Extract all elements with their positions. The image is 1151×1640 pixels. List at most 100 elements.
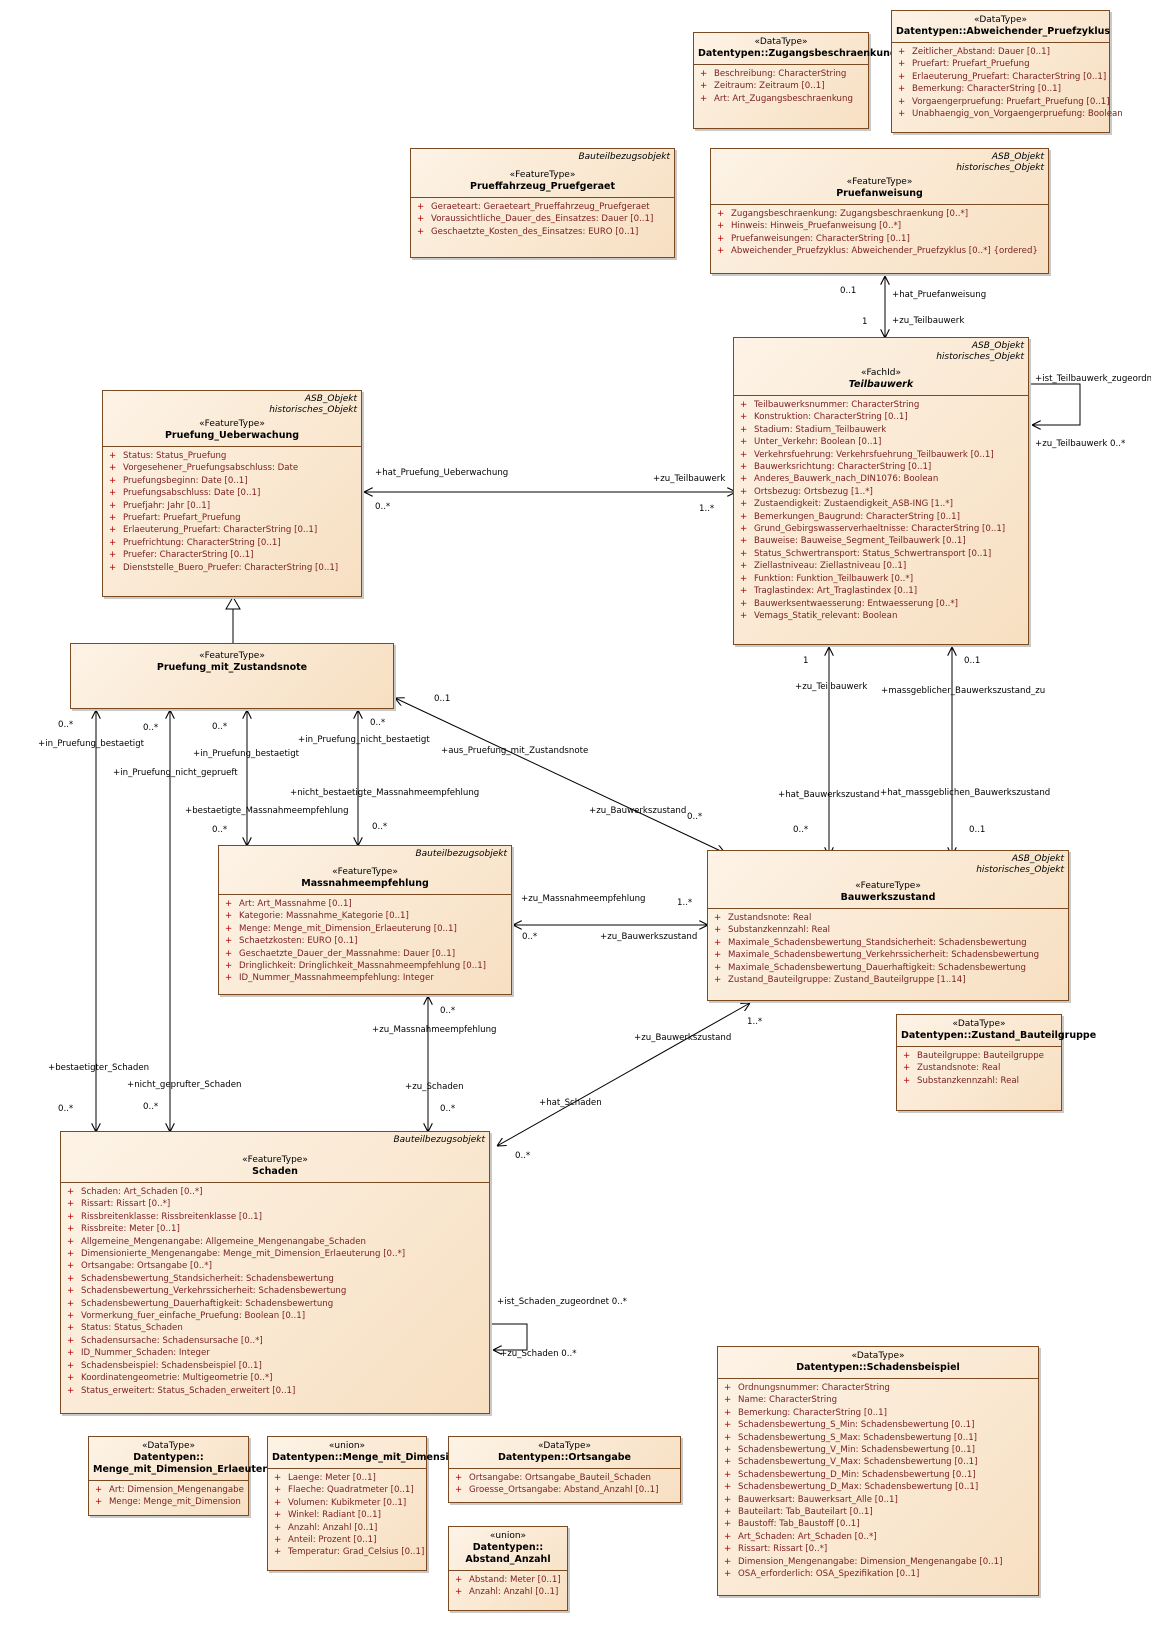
class-name-line2: Abstand_Anzahl (465, 1554, 551, 1565)
class-annotation: Bauteilbezugsobjekt (578, 152, 670, 162)
class-menge-mit-dimension[interactable]: «union» Datentypen::Menge_mit_Dimension … (267, 1436, 462, 1571)
attribute: Anderes_Bauwerk_nach_DIN1076: Boolean (740, 473, 1024, 485)
attribute: Bauteilart: Tab_Bauteilart [0..1] (724, 1506, 1034, 1518)
attribute: Ortsangabe: Ortsangabe_Bauteil_Schaden (455, 1472, 676, 1484)
class-teilbauwerk[interactable]: ASB_Objekt historisches_Objekt «FachId» … (733, 337, 1029, 645)
attribute: Pruefanweisungen: CharacterString [0..1] (717, 233, 1044, 245)
class-name: Pruefanweisung (836, 188, 923, 199)
class-annotation: historisches_Objekt (936, 352, 1024, 362)
attribute: Schadensbewertung_V_Max: Schadensbewertu… (724, 1456, 1034, 1468)
attribute: Traglastindex: Art_Traglastindex [0..1] (740, 585, 1024, 597)
multiplicity-label: 0..* (143, 723, 159, 733)
role-label: +in_Pruefung_bestaetigt (38, 739, 145, 749)
attribute: Zustandsnote: Real (903, 1062, 1057, 1074)
multiplicity-label: 0..1 (840, 286, 857, 296)
multiplicity-label: 0..* (440, 1006, 456, 1016)
multiplicity-label: 0..* (212, 825, 228, 835)
multiplicity-label: 0..* (370, 718, 386, 728)
class-prueffahrzeug-pruefgeraet[interactable]: Bauteilbezugsobjekt «FeatureType» Prueff… (410, 148, 675, 258)
multiplicity-label: 0..* (440, 1104, 456, 1114)
attribute: Status_erweitert: Status_Schaden_erweite… (67, 1385, 485, 1397)
class-zustand-bauteilgruppe[interactable]: «DataType» Datentypen::Zustand_Bauteilgr… (896, 1014, 1096, 1111)
attribute: ID_Nummer_Massnahmeempfehlung: Integer (225, 972, 507, 984)
attribute: Laenge: Meter [0..1] (274, 1472, 422, 1484)
assoc-bauwerkszustand-schaden (497, 1003, 750, 1146)
attribute: Groesse_Ortsangabe: Abstand_Anzahl [0..1… (455, 1484, 676, 1496)
multiplicity-label: 0..* (212, 722, 228, 732)
assoc-schaden-self (492, 1323, 528, 1350)
attribute: Schadensbewertung_Verkehrssicherheit: Sc… (67, 1285, 485, 1297)
attribute: Ordnungsnummer: CharacterString (724, 1382, 1034, 1394)
attribute: Maximale_Schadensbewertung_Standsicherhe… (714, 937, 1064, 949)
attribute: Rissart: Rissart [0..*] (724, 1543, 1034, 1555)
attribute: Menge: Menge_mit_Dimension (95, 1496, 244, 1508)
class-stereotype: «FeatureType» (199, 419, 265, 429)
attribute: Bemerkungen_Baugrund: CharacterString [0… (740, 511, 1024, 523)
attribute: Pruefer: CharacterString [0..1] (109, 549, 357, 561)
assoc-teilbauwerk-self (1031, 383, 1081, 425)
attribute: Maximale_Schadensbewertung_Dauerhaftigke… (714, 962, 1064, 974)
multiplicity-label: 0..* (793, 825, 809, 835)
class-annotation: historisches_Objekt (956, 163, 1044, 173)
class-pruefanweisung[interactable]: ASB_Objekt historisches_Objekt «FeatureT… (710, 148, 1049, 274)
class-name: Bauwerkszustand (840, 892, 936, 903)
multiplicity-label: 1..* (699, 504, 715, 514)
class-stereotype: «FeatureType» (332, 867, 398, 877)
class-stereotype: «DataType» (537, 1441, 591, 1451)
multiplicity-label: 0..* (58, 720, 74, 730)
role-label: +zu_Massnahmeempfehlung (372, 1025, 497, 1035)
class-stereotype: «FeatureType» (855, 881, 921, 891)
role-label: +hat_Schaden (539, 1098, 602, 1108)
generalization-arrowhead (225, 596, 241, 610)
class-pruefung-ueberwachung[interactable]: ASB_Objekt historisches_Objekt «FeatureT… (102, 390, 362, 597)
class-stereotype: «DataType» (754, 37, 808, 47)
attribute: Vemags_Statik_relevant: Boolean (740, 610, 1024, 622)
attribute-list: Schaden: Art_Schaden [0..*] Rissart: Ris… (61, 1183, 489, 1401)
class-stereotype: «DataType» (141, 1441, 195, 1451)
class-ortsangabe[interactable]: «DataType» Datentypen::Ortsangabe Ortsan… (448, 1436, 681, 1503)
attribute: Unabhaengig_von_Vorgaengerpruefung: Bool… (898, 108, 1123, 120)
attribute: Pruefrichtung: CharacterString [0..1] (109, 537, 357, 549)
attribute: Substanzkennzahl: Real (903, 1075, 1057, 1087)
role-label: +zu_Teilbauwerk (653, 474, 726, 484)
class-schaden[interactable]: Bauteilbezugsobjekt «FeatureType» Schade… (60, 1131, 490, 1414)
attribute-list: Zugangsbeschraenkung: Zugangsbeschraenku… (711, 205, 1048, 262)
attribute: Ortsbezug: Ortsbezug [1..*] (740, 486, 1024, 498)
attribute-list: Bauteilgruppe: Bauteilgruppe Zustandsnot… (897, 1047, 1061, 1091)
class-annotation: historisches_Objekt (269, 405, 357, 415)
class-abweichender-pruefzyklus[interactable]: «DataType» Datentypen::Abweichender_Prue… (891, 10, 1123, 133)
class-zugangsbeschraenkung[interactable]: «DataType» Datentypen::Zugangsbeschraenk… (693, 32, 897, 129)
attribute: Schadensbewertung_S_Min: Schadensbewertu… (724, 1419, 1034, 1431)
attribute: Verkehrsfuehrung: Verkehrsfuehrung_Teilb… (740, 449, 1024, 461)
attribute: Bemerkung: CharacterString [0..1] (724, 1407, 1034, 1419)
class-name: Datentypen::Ortsangabe (498, 1452, 631, 1463)
role-label: +zu_Bauwerkszustand (600, 932, 698, 942)
class-stereotype: «union» (328, 1441, 366, 1451)
attribute: Voraussichtliche_Dauer_des_Einsatzes: Da… (417, 213, 670, 225)
class-schadensbeispiel[interactable]: «DataType» Datentypen::Schadensbeispiel … (717, 1346, 1039, 1596)
attribute: Geschaetzte_Kosten_des_Einsatzes: EURO [… (417, 226, 670, 238)
class-menge-mit-dimension-erlaeuterung[interactable]: «DataType» Datentypen:: Menge_mit_Dimens… (88, 1436, 287, 1516)
role-label: +nicht_geprufter_Schaden (127, 1080, 242, 1090)
role-label: +ist_Schaden_zugeordnet 0..* (497, 1297, 627, 1307)
class-name: Teilbauwerk (848, 379, 914, 390)
class-pruefung-mit-zustandsnote[interactable]: «FeatureType» Pruefung_mit_Zustandsnote (70, 643, 394, 709)
attribute: Ortsangabe: Ortsangabe [0..*] (67, 1260, 485, 1272)
role-label: +nicht_bestaetigte_Massnahmeempfehlung (290, 788, 480, 798)
class-massnahmeempfehlung[interactable]: Bauteilbezugsobjekt «FeatureType» Massna… (218, 845, 512, 995)
class-bauwerkszustand[interactable]: ASB_Objekt historisches_Objekt «FeatureT… (707, 850, 1069, 1001)
role-label: +ist_Teilbauwerk_zugeordnet (1035, 374, 1151, 384)
class-stereotype: «FeatureType» (846, 177, 913, 187)
class-stereotype: «FeatureType» (242, 1155, 308, 1165)
class-abstand-anzahl[interactable]: «union» Datentypen:: Abstand_Anzahl Abst… (448, 1526, 568, 1611)
attribute-list: Beschreibung: CharacterString Zeitraum: … (694, 65, 868, 109)
multiplicity-label: 0..* (522, 932, 538, 942)
multiplicity-label: 0..* (58, 1104, 74, 1114)
role-label: +bestaetigte_Massnahmeempfehlung (185, 806, 349, 816)
multiplicity-label: 1 (862, 317, 868, 327)
attribute: Bauweise: Bauweise_Segment_Teilbauwerk [… (740, 535, 1024, 547)
attribute: Status: Status_Pruefung (109, 450, 357, 462)
role-label: +hat_Pruefung_Ueberwachung (375, 468, 509, 478)
class-stereotype: «FeatureType» (199, 651, 265, 661)
attribute: Pruefungsbeginn: Date [0..1] (109, 475, 357, 487)
